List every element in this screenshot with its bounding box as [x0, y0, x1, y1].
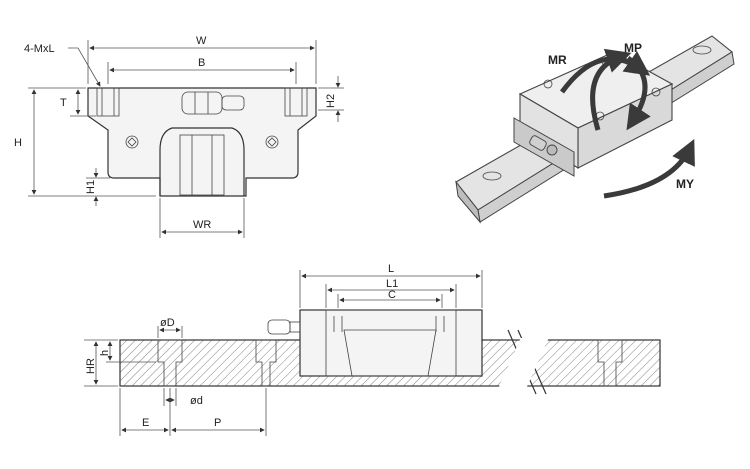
dim-od-small-label: ød [190, 395, 203, 407]
moment-mr-label: MR [548, 53, 567, 67]
iso-view: MR MP MY [455, 35, 735, 224]
dim-l-label: L [388, 263, 394, 275]
mount-hole-right [284, 87, 308, 117]
dim-mounting-label: 4-MxL [24, 43, 55, 55]
front-view: W B 4-MxL H T H2 H1 WR [14, 35, 344, 238]
dim-c-label: C [388, 289, 396, 301]
dim-l1-label: L1 [386, 278, 398, 290]
rail-hole-1 [157, 339, 183, 387]
moment-my-label: MY [676, 177, 694, 191]
moment-mp-arrow-2 [626, 55, 651, 131]
dim-e-label: E [142, 417, 149, 429]
dim-od-big-label: øD [160, 317, 175, 329]
rail-hole-3 [597, 339, 623, 387]
dim-wr-label: WR [193, 219, 211, 231]
carriage-side [299, 309, 483, 377]
dim-h1-label: H1 [85, 180, 97, 194]
dim-hr-label: HR [85, 358, 97, 374]
dim-t-label: T [60, 97, 67, 109]
mount-hole-left [96, 87, 120, 117]
moment-my-arrow [603, 138, 695, 199]
moment-mp-arrow [590, 48, 632, 131]
moment-mp-label: MP [624, 41, 642, 55]
side-view: L L1 C øD ød HR h E P [84, 263, 661, 436]
rail-front [159, 127, 245, 196]
dim-b-label: B [198, 57, 205, 69]
rail-hole-2 [255, 339, 277, 387]
side-hole-left [125, 135, 139, 149]
dim-p-label: P [214, 417, 221, 429]
carriage-block-front [87, 87, 317, 197]
dim-h-label: H [14, 137, 22, 149]
dim-h-small-label: h [99, 350, 111, 356]
side-hole-right [265, 135, 279, 149]
dim-h2-label: H2 [325, 94, 337, 108]
grease-nipple-side [267, 319, 291, 335]
dim-w-label: W [196, 35, 207, 47]
